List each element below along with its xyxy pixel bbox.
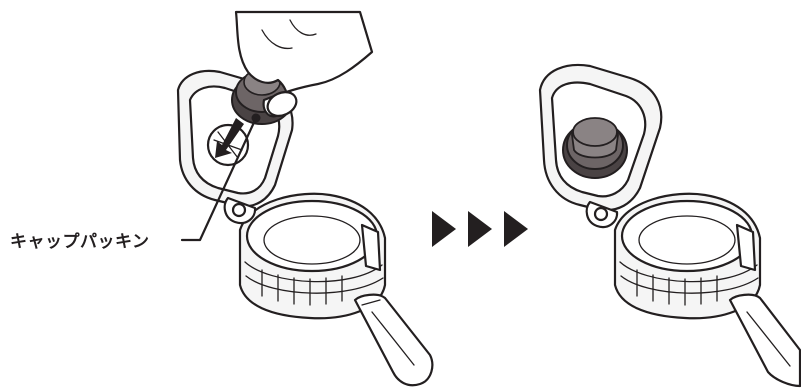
step-arrow-icon	[468, 211, 492, 247]
cap-gasket-label: キャップパッキン	[10, 232, 150, 252]
left-bottle-cap	[176, 10, 434, 387]
right-bottle-cap	[538, 64, 801, 388]
step-arrow-icon	[432, 211, 456, 247]
step-arrows	[432, 211, 528, 247]
step-arrow-icon	[504, 211, 528, 247]
